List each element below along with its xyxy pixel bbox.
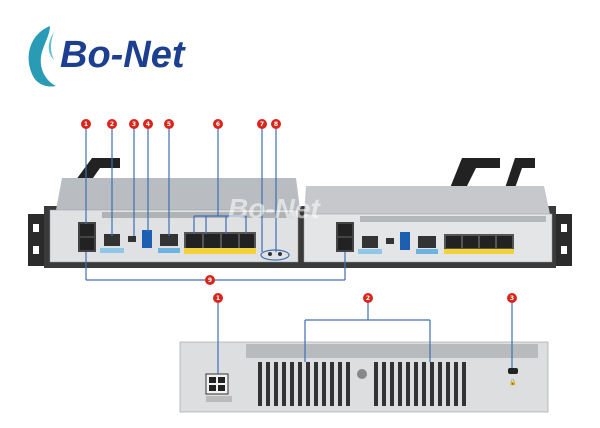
back-callout-badges: 1 2 3	[213, 293, 517, 303]
back-callout-badge-1	[213, 293, 223, 303]
rack-ear-left	[28, 214, 44, 266]
callout-badge-4	[143, 119, 153, 129]
device-right-top	[304, 186, 550, 214]
rack-ear-right	[556, 214, 572, 266]
kensington-lock-slot	[508, 368, 518, 374]
callout-badge-9	[205, 275, 215, 285]
callout-label-6: 6	[216, 121, 220, 128]
device-right-ports	[336, 222, 514, 254]
callout-label-7: 7	[260, 121, 264, 128]
device-right-vents	[360, 216, 546, 222]
back-panel-top-vent	[246, 344, 538, 358]
bo-net-logo: Bo-Net	[20, 22, 220, 92]
front-callout-badges: 1 2 3 4 5 6 7 8 9	[81, 119, 281, 285]
callout-badge-8	[271, 119, 281, 129]
back-callout-lines	[217, 302, 513, 374]
back-callout-badge-2	[363, 293, 373, 303]
callout-badge-6	[213, 119, 223, 129]
lock-icon: 🔒	[509, 378, 516, 386]
bracket-right-2	[505, 158, 535, 188]
device-left-vents	[102, 212, 292, 218]
logo-swoosh-icon	[28, 26, 56, 87]
callout-badge-5	[164, 119, 174, 129]
watermark-text: Bo-Net	[228, 193, 321, 224]
logo-text: Bo-Net	[60, 34, 185, 76]
callout-label-2: 2	[110, 121, 114, 128]
callout-label-4: 4	[146, 121, 150, 128]
callout-badge-2	[107, 119, 117, 129]
back-panel-vent-slots	[258, 362, 466, 406]
back-callout-badge-3	[507, 293, 517, 303]
callout-badge-3	[129, 119, 139, 129]
back-ground-screw	[357, 369, 367, 379]
callout-label-5: 5	[167, 121, 171, 128]
callout-label-8: 8	[274, 121, 278, 128]
power-connector	[205, 373, 232, 402]
callout-label-9: 9	[208, 277, 212, 284]
front-callout-lines	[85, 128, 346, 281]
bracket-right-1	[450, 158, 500, 188]
callout-badge-1	[81, 119, 91, 129]
back-callout-label-2: 2	[366, 295, 370, 302]
callout-label-1: 1	[84, 121, 88, 128]
device-left-top	[56, 178, 300, 210]
back-callout-label-1: 1	[216, 295, 220, 302]
back-callout-label-3: 3	[510, 295, 514, 302]
callout-label-3: 3	[132, 121, 136, 128]
device-left-ports	[78, 222, 282, 256]
callout-badge-7	[257, 119, 267, 129]
